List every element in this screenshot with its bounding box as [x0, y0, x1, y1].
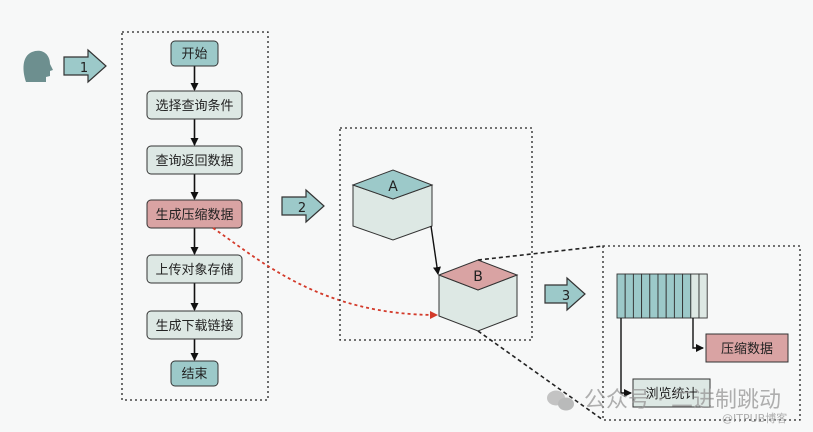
watermark-sub: @ITPUB博客 — [722, 412, 788, 425]
flow-step-node[interactable]: 选择查询条件 — [146, 90, 243, 120]
cube-a[interactable]: A — [351, 169, 434, 241]
wechat-icon — [547, 390, 574, 411]
flow-start-node[interactable]: 开始 — [170, 40, 219, 67]
detail-container — [602, 245, 801, 421]
flow-step-node[interactable]: 生成压缩数据 — [146, 199, 243, 229]
queue-slot — [665, 273, 675, 319]
zoom-line-bottom — [477, 330, 604, 421]
flow-step-label: 上传对象存储 — [155, 263, 233, 278]
flow-end-node[interactable]: 结束 — [170, 360, 219, 387]
flow-step-label: 查询返回数据 — [155, 154, 233, 169]
queue-slot — [632, 273, 643, 319]
compressed-data-box[interactable]: 压缩数据 — [705, 333, 789, 363]
compressed-data-label: 压缩数据 — [721, 341, 773, 357]
queue-to-stats-arrow — [620, 318, 632, 397]
queue-slot — [624, 273, 634, 319]
queue-bar — [616, 273, 708, 319]
flow-container — [121, 31, 269, 401]
cube-b-label: B — [473, 269, 483, 285]
flow-end-label: 结束 — [181, 367, 207, 382]
step-arrow-3: 3 — [544, 276, 586, 312]
flow-step-node[interactable]: 上传对象存储 — [146, 254, 243, 284]
watermark-main: 公众号 · 二进制跳动 — [584, 388, 781, 413]
storage-container — [339, 127, 533, 341]
queue-slot — [649, 273, 659, 319]
step-arrow-2-label: 2 — [298, 201, 306, 216]
a-to-b-arrow — [430, 225, 441, 275]
user-head-icon — [23, 50, 53, 82]
compressed-data-flow-line — [212, 227, 438, 319]
queue-slot — [641, 273, 651, 319]
queue-slot — [698, 273, 708, 319]
flow-start-label: 开始 — [181, 47, 207, 62]
cube-a-label: A — [388, 179, 398, 195]
zoom-line-top — [477, 245, 604, 261]
browse-stats-box[interactable]: 浏览统计 — [632, 378, 711, 408]
flow-step-label: 生成下载链接 — [155, 318, 233, 334]
queue-to-compressed-arrow — [692, 318, 704, 352]
flow-step-node[interactable]: 查询返回数据 — [146, 145, 243, 175]
flow-step-node[interactable]: 生成下载链接 — [146, 310, 243, 340]
queue-slot — [616, 273, 626, 319]
flow-step-label: 选择查询条件 — [155, 98, 233, 114]
queue-slot — [657, 273, 667, 319]
browse-stats-label: 浏览统计 — [645, 386, 697, 402]
step-arrow-3-label: 3 — [562, 289, 570, 304]
queue-slot — [673, 273, 684, 319]
step-arrow-2: 2 — [281, 188, 325, 224]
queue-slot — [690, 273, 700, 319]
step-arrow-1: 1 — [63, 48, 107, 84]
queue-slot — [682, 273, 692, 319]
flow-step-label: 生成压缩数据 — [155, 207, 233, 223]
cube-b[interactable]: B — [437, 259, 519, 332]
step-arrow-1-label: 1 — [80, 61, 88, 76]
